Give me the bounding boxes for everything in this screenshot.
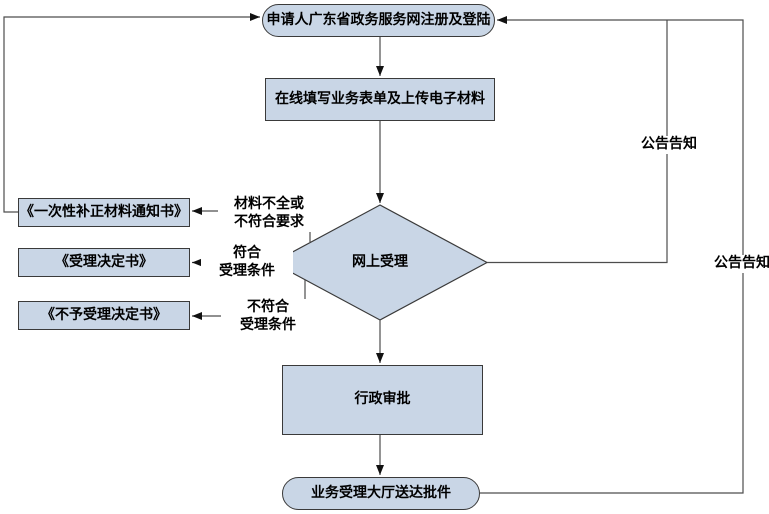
node-decision-online-acceptance: 网上受理 bbox=[352, 255, 408, 270]
edge-label-line: 符合 bbox=[233, 246, 261, 261]
edge-label-line: 材料不全或 bbox=[234, 197, 304, 212]
edge-label-announcement-inner: 公告告知 bbox=[637, 136, 701, 154]
edge-decision-announce bbox=[487, 20, 668, 264]
edge-label-announcement-outer: 公告告知 bbox=[710, 255, 769, 273]
edge-label-line: 受理条件 bbox=[240, 318, 296, 333]
node-acceptance-decision: 《受理决定书》 bbox=[18, 248, 190, 277]
edge-label-materials-incomplete: 材料不全或 不符合要求 bbox=[218, 196, 320, 232]
edge-end-announce-to-start bbox=[480, 16, 744, 494]
node-fill-form: 在线填写业务表单及上传电子材料 bbox=[265, 78, 495, 121]
edge-label-line: 受理条件 bbox=[219, 264, 275, 279]
edge-label-line: 不符合 bbox=[247, 300, 289, 315]
edge-label-meets-conditions: 符合 受理条件 bbox=[201, 245, 293, 281]
edge-label-line: 不符合要求 bbox=[234, 215, 304, 230]
node-rejection-decision: 《不予受理决定书》 bbox=[18, 301, 190, 330]
node-administrative-approval: 行政审批 bbox=[282, 365, 483, 435]
edge-label-not-meets-conditions: 不符合 受理条件 bbox=[221, 299, 315, 335]
node-start-register: 申请人广东省政务服务网注册及登陆 bbox=[262, 4, 495, 37]
edge-notice-to-start bbox=[3, 13, 260, 213]
node-end-delivery: 业务受理大厅送达批件 bbox=[282, 477, 480, 510]
node-supplement-notice: 《一次性补正材料通知书》 bbox=[18, 198, 190, 227]
